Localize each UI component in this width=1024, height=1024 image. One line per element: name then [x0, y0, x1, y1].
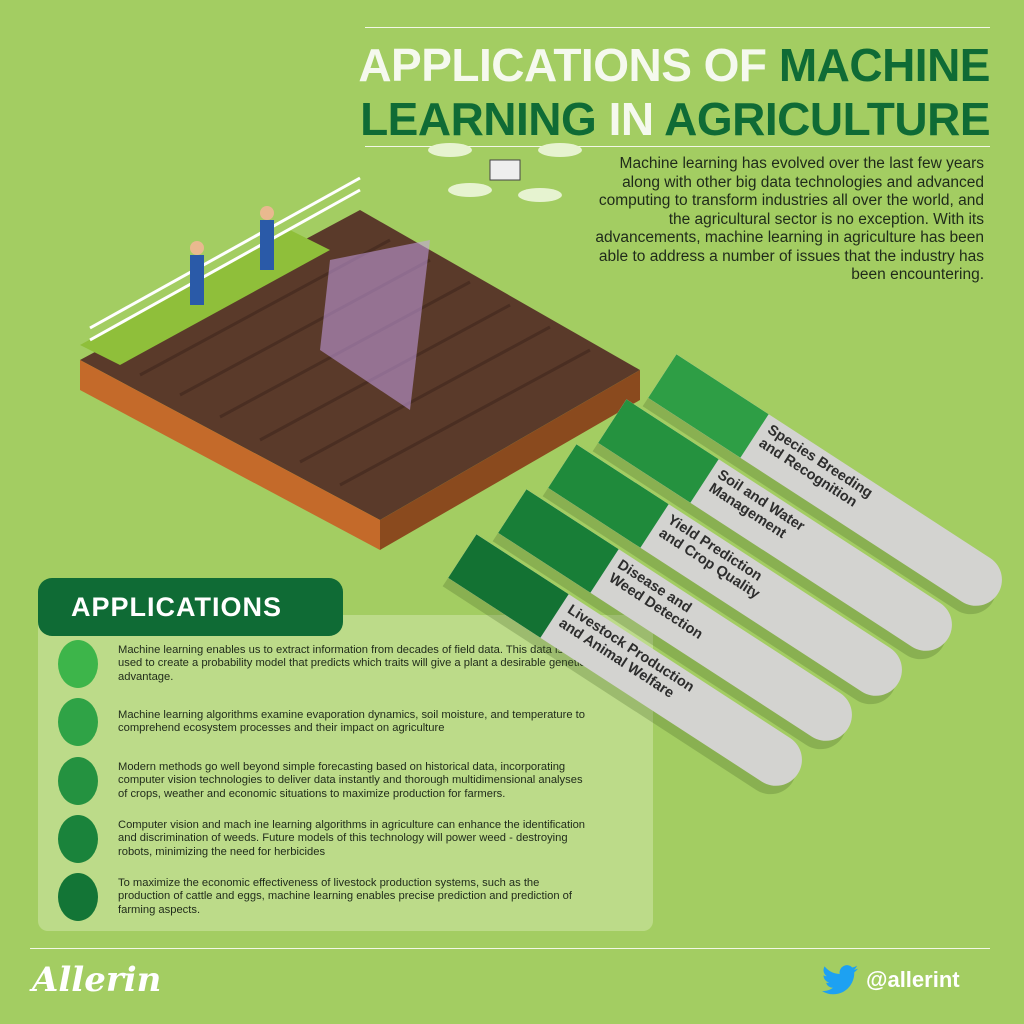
top-divider [365, 27, 990, 28]
twitter-icon [822, 965, 858, 995]
title-part: IN [608, 93, 665, 145]
twitter-handle-link[interactable]: @allerint [822, 965, 960, 995]
bullet-circle-icon [58, 640, 98, 688]
application-text: Computer vision and mach ine learning al… [118, 818, 586, 858]
title-divider [365, 146, 990, 147]
farm-field-illustration [80, 143, 640, 550]
allerin-logo: Allerin [32, 960, 162, 1000]
drone-icon [428, 143, 582, 202]
title-part: MACHINE [778, 39, 991, 91]
application-text: Machine learning enables us to extract i… [118, 643, 586, 683]
twitter-handle: @allerint [866, 967, 960, 992]
application-text: Machine learning algorithms examine evap… [118, 708, 586, 735]
applications-heading: APPLICATIONS [38, 578, 343, 636]
fence [89, 176, 361, 342]
field-side-left [80, 360, 380, 550]
title-part: AGRICULTURE [664, 93, 990, 145]
intro-text: Machine learning has evolved over the la… [595, 155, 984, 283]
footer-divider [30, 948, 990, 949]
title-part: APPLICATIONS OF [358, 39, 779, 91]
bullet-circle-icon [58, 815, 98, 863]
farmer-icon [190, 206, 274, 305]
bullet-circle-icon [58, 757, 98, 805]
scan-area [320, 240, 430, 410]
application-item: Computer vision and mach ine learning al… [58, 815, 588, 863]
field-side-right [380, 370, 640, 550]
bullet-circle-icon [58, 698, 98, 746]
application-item: Machine learning algorithms examine evap… [58, 698, 588, 746]
page-title: APPLICATIONS OF MACHINE LEARNING IN AGRI… [358, 38, 990, 146]
application-item: Machine learning enables us to extract i… [58, 640, 588, 688]
bullet-circle-icon [58, 873, 98, 921]
application-text: To maximize the economic effectiveness o… [118, 876, 573, 916]
applications-panel [38, 615, 653, 931]
application-item: Modern methods go well beyond simple for… [58, 757, 588, 805]
application-item: To maximize the economic effectiveness o… [58, 873, 588, 921]
application-text: Modern methods go well beyond simple for… [118, 760, 583, 800]
title-part: LEARNING [360, 93, 609, 145]
